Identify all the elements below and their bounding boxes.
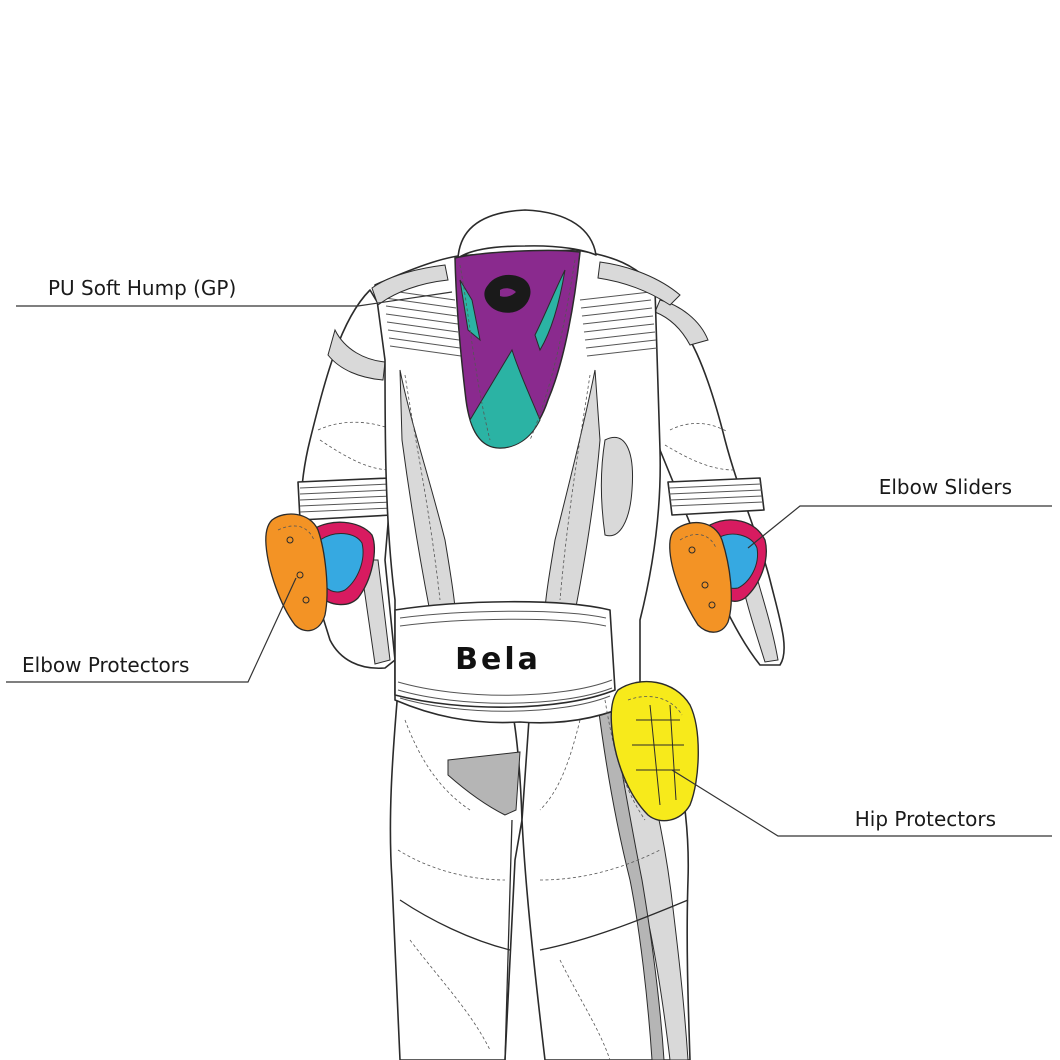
callout-label-elbow-sliders: Elbow Sliders (879, 475, 1012, 499)
right-shoulder-cap (597, 261, 681, 306)
callout-label-hip-protectors: Hip Protectors (855, 807, 996, 831)
callout-elbow-sliders: Elbow Sliders (747, 475, 1052, 549)
left-side-panel (399, 369, 456, 613)
bela-logo: Bela (455, 642, 541, 677)
leader-line-elbow-protectors (6, 577, 297, 683)
hip-protector-armor (604, 680, 699, 822)
left-arm-grey-panel (327, 328, 386, 381)
left-elbow-armor (265, 513, 375, 632)
right-elbow-armor (669, 519, 767, 633)
right-leg-stripe-2 (597, 703, 665, 1060)
right-elbow-ribbing (667, 477, 765, 516)
collar (457, 209, 597, 259)
left-leg (389, 689, 523, 1060)
race-suit-back-view: Bela (265, 209, 785, 1060)
callout-hip-protectors: Hip Protectors (671, 769, 1052, 837)
seat-patch (447, 751, 521, 816)
right-elbow-protector (669, 521, 732, 633)
callout-elbow-protectors: Elbow Protectors (6, 577, 297, 683)
right-shoulder-stripes (579, 291, 658, 357)
left-elbow-ribbing (297, 477, 393, 521)
callout-label-elbow-protectors: Elbow Protectors (22, 653, 189, 677)
leader-line-hip-protectors (671, 769, 1052, 837)
left-elbow-slider-blue (319, 533, 364, 593)
bear-head-logo (484, 274, 531, 313)
leader-line-hump (16, 291, 453, 307)
right-arm-grey-panel (654, 299, 709, 346)
left-elbow-protector (265, 513, 328, 632)
right-vent-panel (600, 437, 634, 537)
pu-soft-hump (454, 249, 581, 449)
callout-label-hump: PU Soft Hump (GP) (48, 276, 236, 300)
left-shoulder-cap (371, 264, 449, 306)
hump-teal-right (534, 269, 566, 352)
callout-hump: PU Soft Hump (GP) (16, 276, 453, 307)
hump-teal-left (459, 279, 481, 342)
hump-teal-bottom (469, 348, 541, 449)
waist-band: Bela (394, 600, 616, 712)
leader-line-elbow-sliders (747, 505, 1052, 549)
